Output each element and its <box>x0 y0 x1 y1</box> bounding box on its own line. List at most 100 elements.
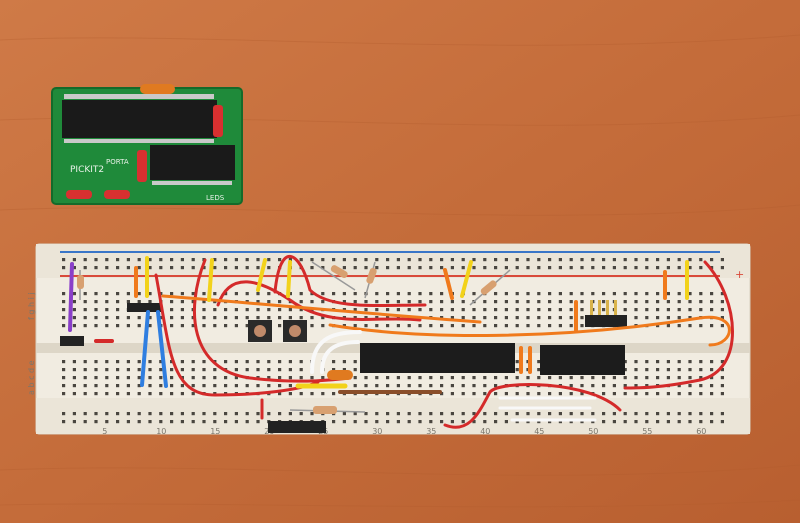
breadboard-hole <box>364 308 368 312</box>
breadboard-hole <box>580 412 584 416</box>
breadboard-hole <box>256 412 260 416</box>
breadboard-hole <box>342 308 346 312</box>
breadboard-hole <box>170 360 174 364</box>
breadboard-hole <box>137 316 141 320</box>
breadboard-hole <box>623 376 627 380</box>
breadboard-hole <box>602 258 606 262</box>
breadboard-hole <box>612 258 616 262</box>
breadboard-hole <box>699 392 703 396</box>
breadboard-hole <box>224 316 228 320</box>
breadboard-hole <box>666 368 670 372</box>
breadboard-hole <box>591 258 595 262</box>
breadboard-hole <box>645 392 649 396</box>
jumper-wires <box>68 255 734 429</box>
breadboard-hole <box>483 266 487 270</box>
breadboard-hole <box>94 384 98 388</box>
breadboard-hole <box>558 420 562 424</box>
breadboard-hole <box>418 308 422 312</box>
ic-microcontroller <box>360 343 515 373</box>
breadboard-hole <box>148 300 152 304</box>
breadboard-hole <box>612 266 616 270</box>
breadboard-hole <box>116 324 120 328</box>
breadboard-hole <box>202 292 206 296</box>
breadboard-hole <box>494 308 498 312</box>
breadboard-hole <box>105 292 109 296</box>
breadboard-hole <box>267 308 271 312</box>
breadboard-hole <box>278 368 282 372</box>
breadboard-hole <box>634 308 638 312</box>
breadboard-hole <box>666 360 670 364</box>
breadboard-hole <box>504 292 508 296</box>
breadboard-hole <box>83 368 87 372</box>
breadboard-hole <box>116 384 120 388</box>
breadboard-hole <box>612 292 616 296</box>
breadboard-hole <box>537 300 541 304</box>
breadboard-hole <box>105 258 109 262</box>
breadboard-hole <box>299 292 303 296</box>
breadboard-hole <box>602 420 606 424</box>
breadboard-hole <box>83 376 87 380</box>
breadboard-hole <box>407 308 411 312</box>
breadboard-hole <box>148 360 152 364</box>
breadboard-hole <box>710 308 714 312</box>
breadboard-hole <box>256 384 260 388</box>
breadboard-hole <box>656 292 660 296</box>
breadboard-hole <box>83 412 87 416</box>
breadboard-hole <box>461 412 465 416</box>
breadboard-hole <box>450 324 454 328</box>
breadboard-hole <box>418 300 422 304</box>
breadboard-hole <box>267 258 271 262</box>
breadboard-hole <box>126 258 130 262</box>
breadboard-hole <box>126 368 130 372</box>
breadboard-hole <box>666 392 670 396</box>
breadboard-hole <box>656 258 660 262</box>
breadboard-hole <box>450 392 454 396</box>
breadboard-hole <box>418 376 422 380</box>
breadboard-hole <box>720 266 724 270</box>
breadboard-hole <box>278 360 282 364</box>
breadboard-hole <box>537 412 541 416</box>
breadboard-hole <box>440 292 444 296</box>
breadboard-hole <box>191 420 195 424</box>
breadboard-hole <box>580 324 584 328</box>
breadboard-hole <box>180 384 184 388</box>
breadboard-hole <box>353 368 357 372</box>
breadboard-hole <box>310 412 314 416</box>
breadboard-hole <box>288 368 292 372</box>
breadboard-hole <box>645 266 649 270</box>
breadboard-hole <box>634 420 638 424</box>
breadboard-hole <box>245 266 249 270</box>
breadboard-hole <box>623 368 627 372</box>
pickit2-pcb: PICKIT2 PORTA LEDS <box>51 84 243 205</box>
breadboard-hole <box>310 258 314 262</box>
breadboard-hole <box>450 376 454 380</box>
breadboard-hole <box>116 412 120 416</box>
breadboard-hole <box>180 316 184 320</box>
breadboard-hole <box>494 324 498 328</box>
breadboard-hole <box>580 266 584 270</box>
breadboard-hole <box>494 412 498 416</box>
breadboard-hole <box>656 376 660 380</box>
breadboard-hole <box>526 420 530 424</box>
breadboard-hole <box>256 420 260 424</box>
breadboard-hole <box>548 376 552 380</box>
breadboard-hole <box>504 308 508 312</box>
breadboard-hole <box>234 384 238 388</box>
breadboard-hole <box>677 392 681 396</box>
breadboard-hole <box>537 266 541 270</box>
breadboard-hole <box>342 300 346 304</box>
column-number: 50 <box>588 427 598 436</box>
breadboard-hole <box>666 376 670 380</box>
breadboard-hole <box>720 376 724 380</box>
breadboard-hole <box>526 324 530 328</box>
breadboard-hole <box>558 258 562 262</box>
breadboard-hole <box>105 300 109 304</box>
breadboard-hole <box>245 412 249 416</box>
row-labels-top: f g h i j <box>27 292 36 320</box>
breadboard-hole <box>288 384 292 388</box>
breadboard-hole <box>699 324 703 328</box>
breadboard-hole <box>267 384 271 388</box>
breadboard-hole <box>245 324 249 328</box>
breadboard-hole <box>278 384 282 388</box>
